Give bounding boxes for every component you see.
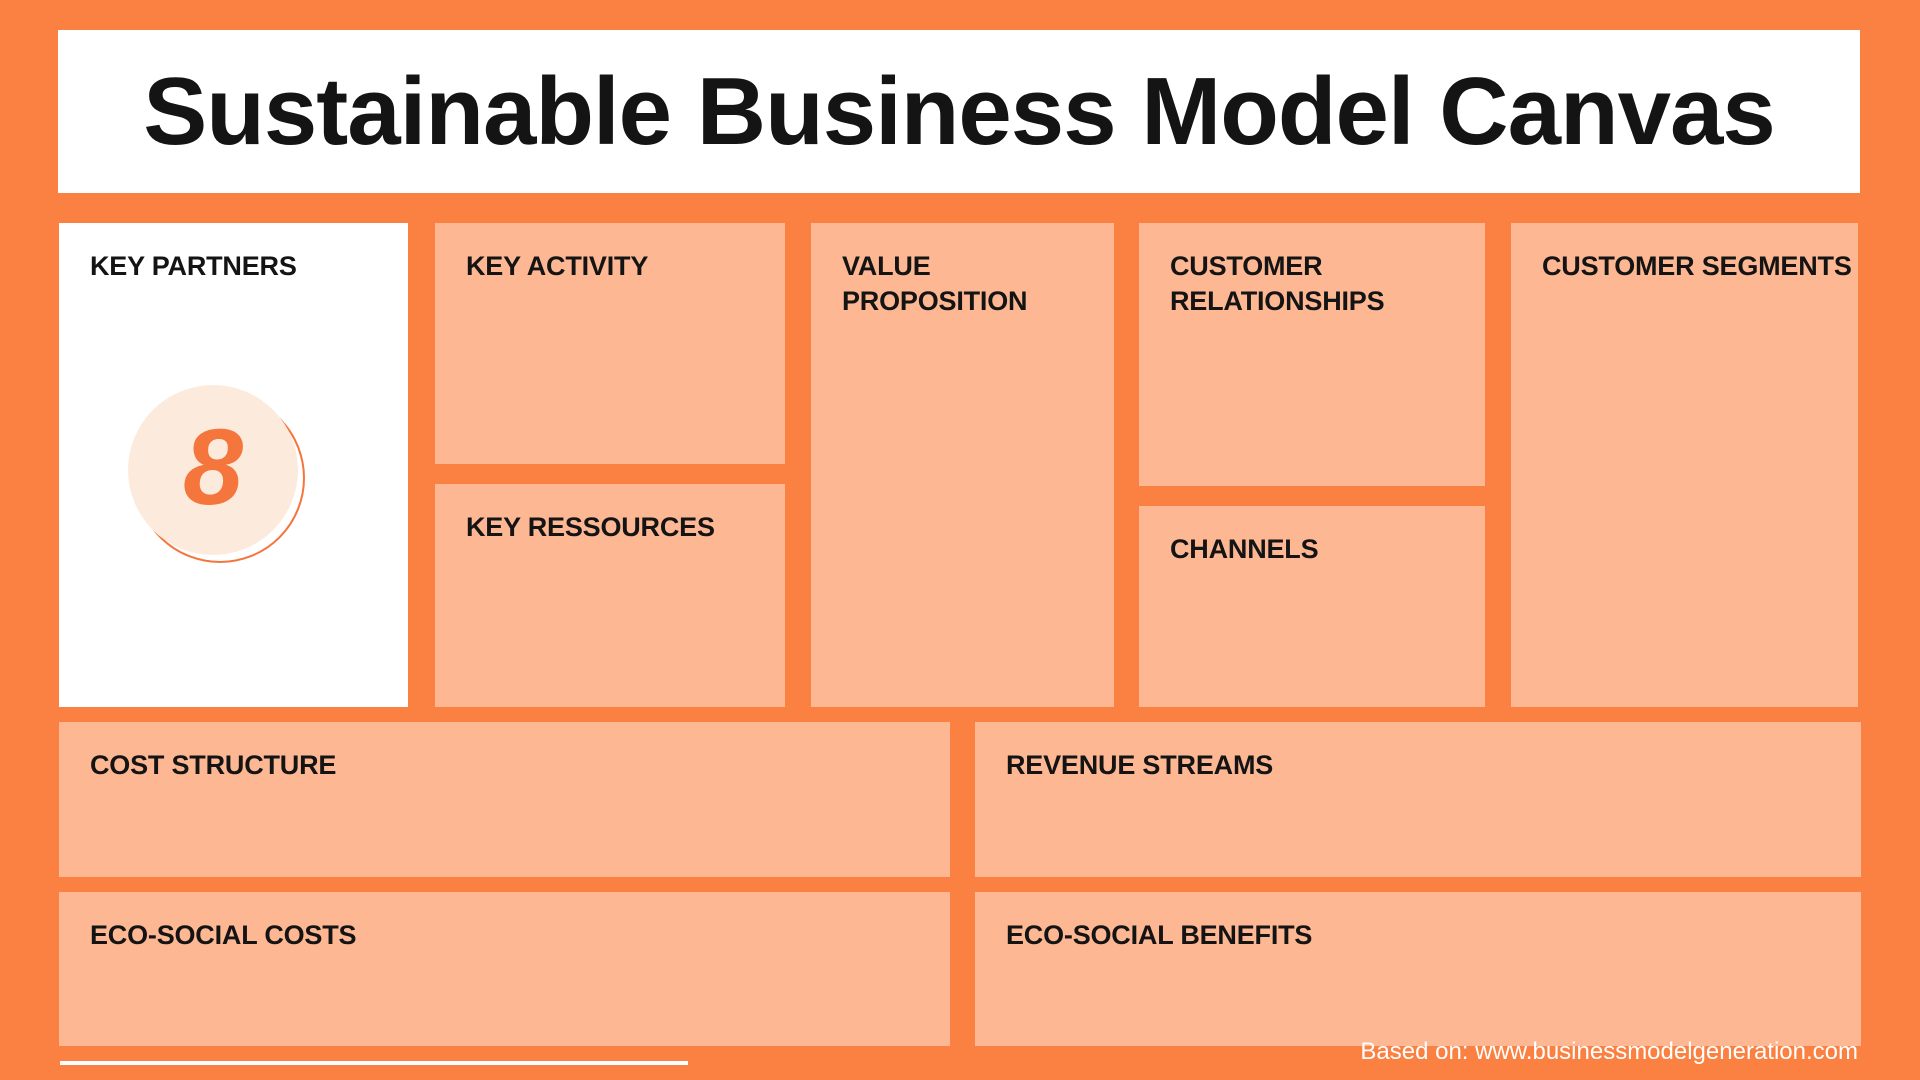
badge-fill-circle: 8 bbox=[128, 385, 298, 555]
box-eco-social-benefits: ECO-SOCIAL BENEFITS bbox=[975, 892, 1861, 1046]
key-partners-badge: 8 bbox=[128, 385, 308, 565]
box-key-activity-title: KEY ACTIVITY bbox=[466, 251, 649, 281]
box-channels: CHANNELS bbox=[1139, 506, 1485, 707]
box-eco-social-benefits-title: ECO-SOCIAL BENEFITS bbox=[1006, 920, 1313, 950]
box-eco-social-costs: ECO-SOCIAL COSTS bbox=[59, 892, 950, 1046]
box-customer-segments-title: CUSTOMER SEGMENTS bbox=[1542, 251, 1852, 281]
box-revenue-streams-title: REVENUE STREAMS bbox=[1006, 750, 1274, 780]
box-customer-relationships-title: CUSTOMER RELATIONSHIPS bbox=[1170, 251, 1385, 316]
box-revenue-streams: REVENUE STREAMS bbox=[975, 722, 1861, 877]
box-key-ressources-title: KEY RESSOURCES bbox=[466, 512, 715, 542]
box-eco-social-costs-title: ECO-SOCIAL COSTS bbox=[90, 920, 357, 950]
box-customer-relationships: CUSTOMER RELATIONSHIPS bbox=[1139, 223, 1485, 486]
box-customer-segments: CUSTOMER SEGMENTS bbox=[1511, 223, 1858, 707]
box-key-activity: KEY ACTIVITY bbox=[435, 223, 785, 464]
box-key-ressources: KEY RESSOURCES bbox=[435, 484, 785, 707]
header-bar: Sustainable Business Model Canvas bbox=[58, 30, 1860, 193]
box-key-partners: KEY PARTNERS 8 bbox=[59, 223, 408, 707]
box-cost-structure: COST STRUCTURE bbox=[59, 722, 950, 877]
page-title: Sustainable Business Model Canvas bbox=[143, 57, 1776, 165]
box-value-proposition-title: VALUE PROPOSITION bbox=[842, 251, 1028, 316]
footer-credit: Based on: www.businessmodelgeneration.co… bbox=[1360, 1038, 1858, 1065]
divider-line bbox=[60, 1061, 688, 1065]
box-cost-structure-title: COST STRUCTURE bbox=[90, 750, 337, 780]
box-channels-title: CHANNELS bbox=[1170, 534, 1319, 564]
box-value-proposition: VALUE PROPOSITION bbox=[811, 223, 1114, 707]
box-key-partners-title: KEY PARTNERS bbox=[90, 251, 297, 281]
badge-count: 8 bbox=[182, 405, 244, 527]
